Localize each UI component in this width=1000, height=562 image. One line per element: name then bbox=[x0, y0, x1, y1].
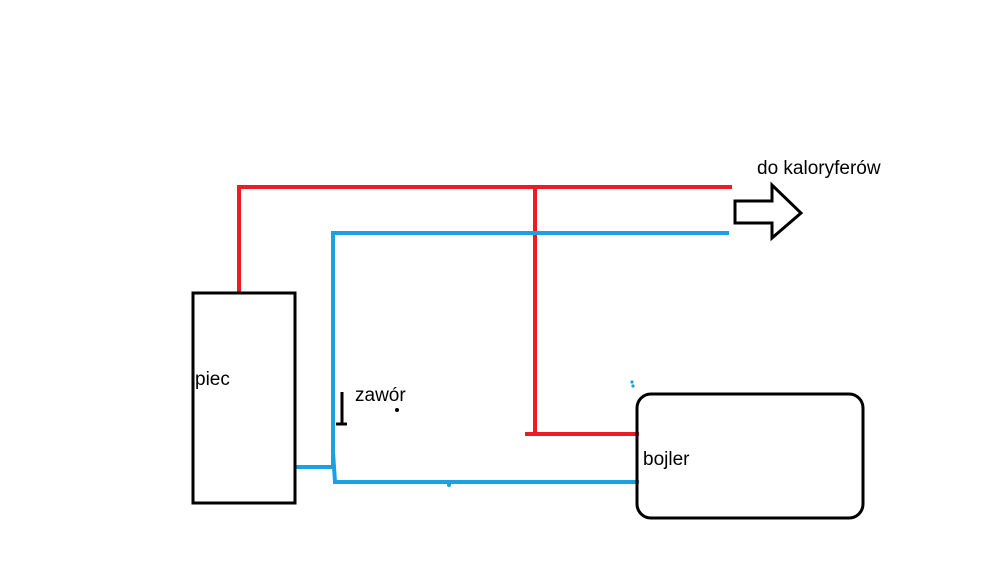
hot-pipe-group bbox=[237, 185, 732, 436]
boiler-box bbox=[635, 392, 865, 520]
valve-label: zawór bbox=[355, 385, 406, 406]
cold-pipe-group bbox=[294, 231, 729, 487]
stove-label: piec bbox=[195, 369, 230, 390]
outlet-arrow-icon bbox=[733, 181, 804, 242]
boiler-label: bojler bbox=[643, 449, 690, 470]
outlet-label: do kaloryferów bbox=[757, 158, 881, 179]
cold-pipe-speck bbox=[447, 483, 451, 487]
valve-marker bbox=[336, 392, 347, 426]
cold-pipe-speck-3 bbox=[631, 384, 635, 388]
stove-box bbox=[191, 291, 297, 505]
cold-pipe-jog bbox=[330, 449, 338, 485]
valve-dot bbox=[395, 408, 399, 412]
cold-pipe-speck-2 bbox=[630, 380, 634, 384]
